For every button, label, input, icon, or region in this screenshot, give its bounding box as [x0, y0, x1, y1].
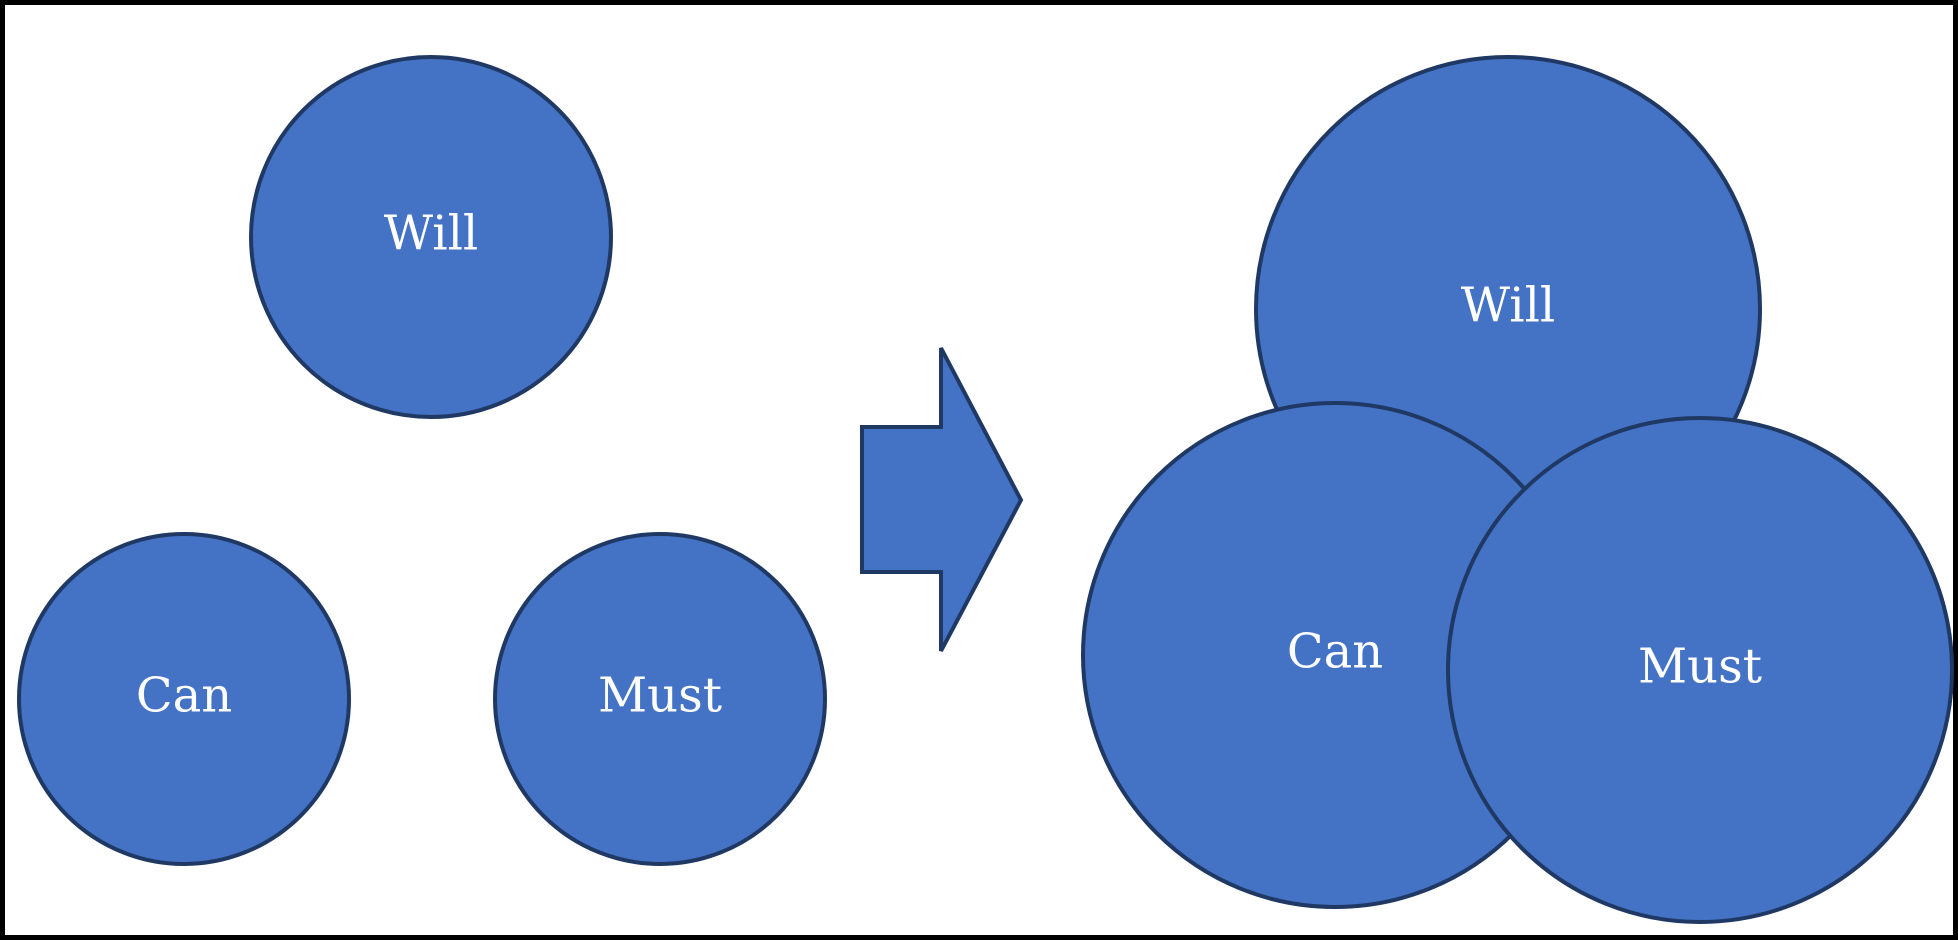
before-must-label: Must	[598, 668, 722, 724]
after-group: Will Can Must	[1081, 55, 1954, 924]
before-will-circle: Will	[249, 55, 613, 419]
before-must-circle: Must	[493, 532, 827, 866]
after-must-label: Must	[1638, 639, 1762, 695]
before-group: Will Can Must	[17, 55, 827, 866]
right-arrow-icon	[860, 347, 1024, 652]
after-can-label: Can	[1287, 624, 1383, 680]
before-will-label: Will	[384, 206, 479, 262]
after-must-circle: Must	[1446, 416, 1954, 924]
after-will-label: Will	[1461, 278, 1556, 334]
before-can-label: Can	[136, 668, 232, 724]
before-can-circle: Can	[17, 532, 351, 866]
